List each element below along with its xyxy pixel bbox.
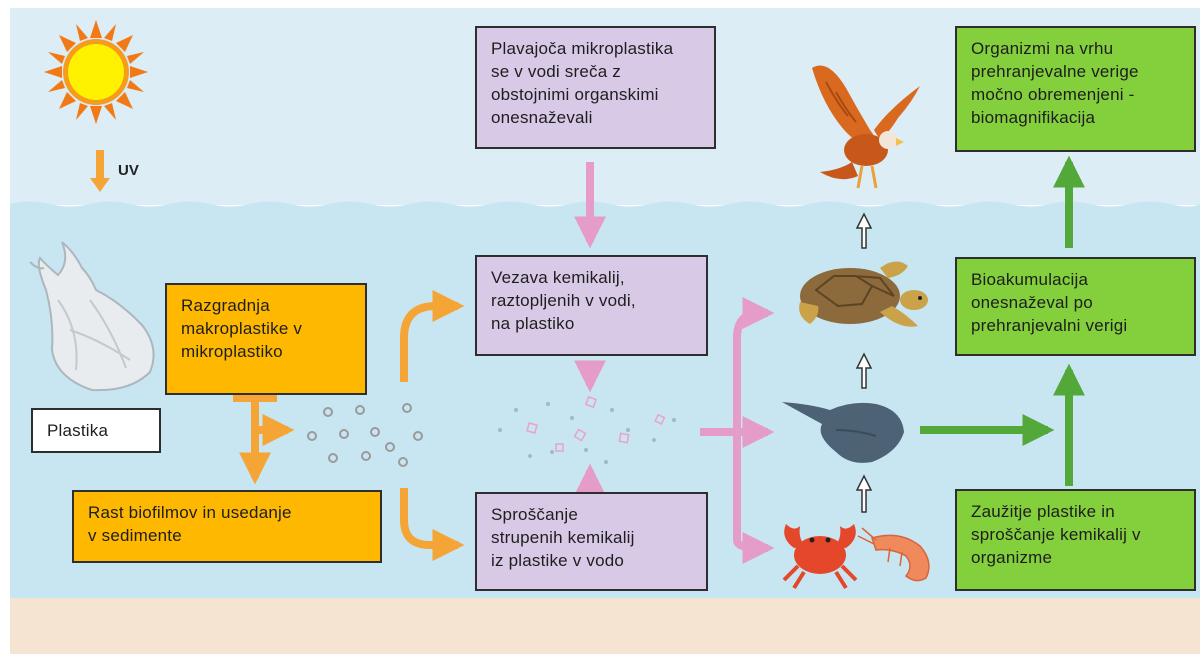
release-line-3: iz plastike v vodo [491,549,692,572]
degradation-box: Razgradnja makroplastike v mikroplastiko [165,283,367,395]
release-box: Sproščanje strupenih kemikalij iz plasti… [475,492,708,591]
bioaccumulation-line-3: prehranjevalni verigi [971,314,1180,337]
bioaccumulation-box: Bioakumulacija onesnaževal po prehranjev… [955,257,1196,356]
ingestion-line-3: organizme [971,546,1180,569]
ingestion-line-2: sproščanje kemikalij v [971,523,1180,546]
binding-line-2: raztopljenih v vodi, [491,289,692,312]
bioaccumulation-line-1: Bioakumulacija [971,268,1180,291]
ingestion-line-1: Zaužitje plastike in [971,500,1180,523]
plastic-label: Plastika [47,419,145,442]
degradation-line-3: mikroplastiko [181,340,351,363]
binding-line-1: Vezava kemikalij, [491,266,692,289]
uv-label: UV [118,162,139,179]
top-line-1: Organizmi na vrhu [971,37,1180,60]
degradation-line-2: makroplastike v [181,317,351,340]
ingestion-box: Zaužitje plastike in sproščanje kemikali… [955,489,1196,591]
degradation-line-1: Razgradnja [181,294,351,317]
floating-microplastics-box: Plavajoča mikroplastika se v vodi sreča … [475,26,716,149]
binding-box: Vezava kemikalij, raztopljenih v vodi, n… [475,255,708,356]
floating-line-2: se v vodi sreča z [491,60,700,83]
floating-line-4: onesnaževali [491,106,700,129]
release-line-2: strupenih kemikalij [491,526,692,549]
floating-line-1: Plavajoča mikroplastika [491,37,700,60]
binding-line-3: na plastiko [491,312,692,335]
top-line-4: biomagnifikacija [971,106,1180,129]
sand-seafloor [10,598,1200,654]
sun-icon [44,20,148,124]
plastic-label-box: Plastika [31,408,161,453]
floating-line-3: obstojnimi organskimi [491,83,700,106]
top-organisms-box: Organizmi na vrhu prehranjevalne verige … [955,26,1196,152]
release-line-1: Sproščanje [491,503,692,526]
biofilm-box: Rast biofilmov in usedanje v sedimente [72,490,382,563]
top-line-2: prehranjevalne verige [971,60,1180,83]
biofilm-line-1: Rast biofilmov in usedanje [88,501,366,524]
bioaccumulation-line-2: onesnaževal po [971,291,1180,314]
top-line-3: močno obremenjeni - [971,83,1180,106]
biofilm-line-2: v sedimente [88,524,366,547]
